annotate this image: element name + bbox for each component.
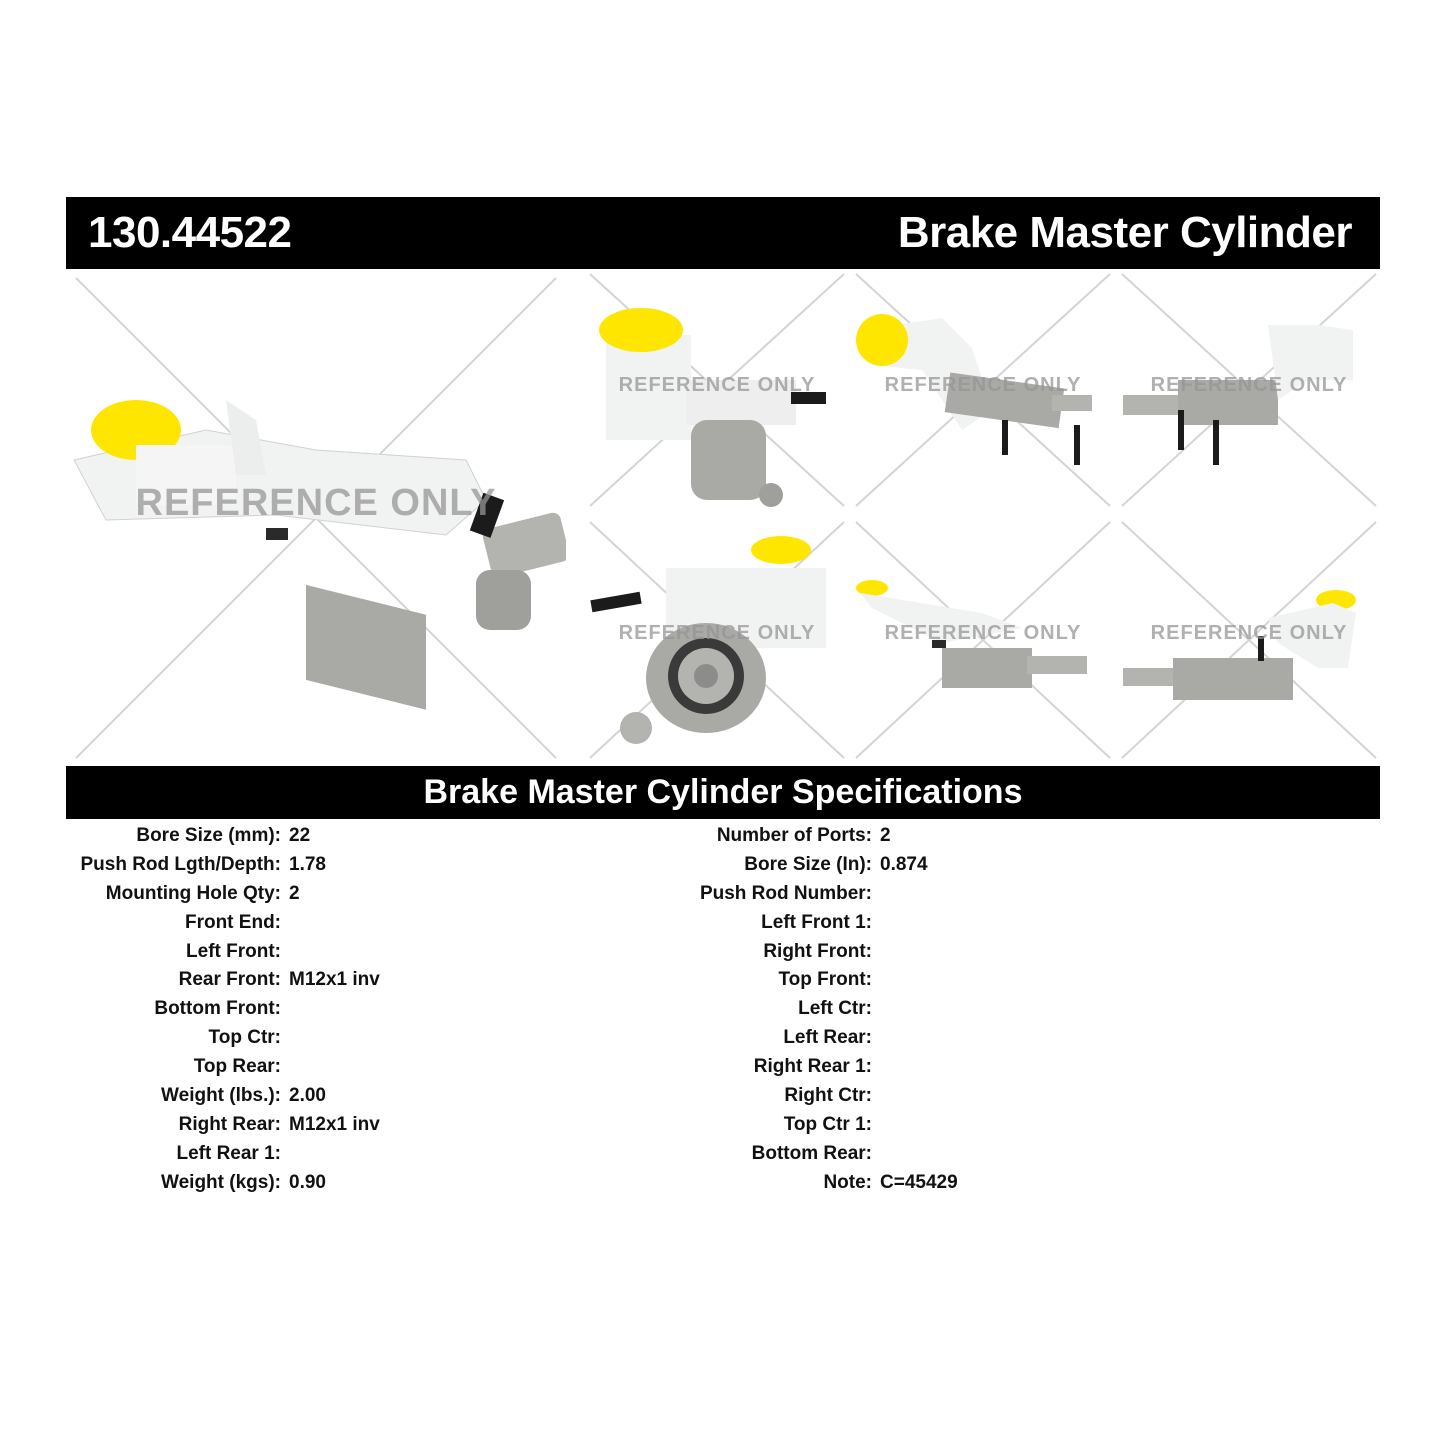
spec-label: Bottom Rear: xyxy=(751,1142,872,1164)
spec-value: 2 xyxy=(880,825,891,846)
spec-label: Rear Front: xyxy=(178,969,281,991)
spec-row: Rear Front: M12x1 inv xyxy=(66,966,380,995)
spec-label: Left Rear 1: xyxy=(176,1142,281,1164)
spec-label: Left Front: xyxy=(186,940,281,962)
product-thumbnail: REFERENCE ONLY xyxy=(852,518,1114,762)
spec-value: 0.90 xyxy=(289,1171,326,1193)
spec-row: Top Front: xyxy=(656,966,958,995)
spec-label: Front End: xyxy=(184,911,281,933)
watermark-text: REFERENCE ONLY xyxy=(618,622,816,644)
watermark-text: REFERENCE ONLY xyxy=(884,374,1082,396)
spec-row: Right Rear: M12x1 inv xyxy=(66,1111,380,1140)
spec-value: 2 xyxy=(289,882,300,904)
watermark-text: REFERENCE ONLY xyxy=(1150,374,1348,396)
spec-label: Left Front 1: xyxy=(761,911,872,933)
spec-row: Left Rear: xyxy=(656,1024,958,1053)
product-thumbnail: REFERENCE ONLY xyxy=(586,518,848,762)
spec-label: Bottom Front: xyxy=(154,998,281,1020)
thumbnail-drawing xyxy=(1121,273,1377,507)
thumbnail-drawing xyxy=(589,521,845,759)
product-name: Brake Master Cylinder xyxy=(897,208,1353,257)
spec-value: 22 xyxy=(289,825,311,846)
product-thumbnail: REFERENCE ONLY xyxy=(586,270,848,510)
spec-value: M12x1 inv xyxy=(289,969,380,991)
product-thumbnail: REFERENCE ONLY xyxy=(852,270,1114,510)
watermark-text: REFERENCE ONLY xyxy=(1150,622,1348,644)
watermark-text: REFERENCE ONLY xyxy=(618,374,816,396)
spec-row: Right Rear 1: xyxy=(656,1053,958,1082)
spec-row: Bore Size (mm): 22 xyxy=(66,822,380,851)
spec-label: Top Ctr 1: xyxy=(783,1113,872,1135)
specs-right-column: Number of Ports: 2 Bore Size (In): 0.874 P… xyxy=(656,822,958,1198)
spec-row: Weight (kgs): 0.90 xyxy=(66,1169,380,1198)
watermark-text: REFERENCE ONLY xyxy=(884,622,1082,644)
spec-label: Weight (kgs): xyxy=(161,1171,281,1193)
main-product-drawing xyxy=(73,277,566,759)
specs-title-bar: Brake Master Cylinder Specifications xyxy=(66,766,1380,819)
spec-label: Weight (lbs.): xyxy=(161,1085,281,1107)
specs-left-column: Bore Size (mm): 22 Push Rod Lgth/Depth: 1.… xyxy=(66,822,380,1198)
thumbnail-drawing xyxy=(1121,521,1377,759)
spec-row: Bottom Front: xyxy=(66,995,380,1024)
image-gallery: REFERENCE ONLY REFERENCE ONLY REFERENCE xyxy=(66,270,1380,762)
spec-label: Right Ctr: xyxy=(784,1085,872,1107)
spec-label: Left Ctr: xyxy=(798,998,872,1020)
watermark-text: REFERENCE ONLY xyxy=(135,482,497,524)
spec-row: Top Rear: xyxy=(66,1053,380,1082)
spec-row: Right Front: xyxy=(656,938,958,967)
spec-label: Push Rod Lgth/Depth: xyxy=(80,853,281,875)
spec-row: Push Rod Lgth/Depth: 1.78 xyxy=(66,851,380,880)
spec-row: Number of Ports: 2 xyxy=(656,822,958,851)
spec-row: Left Ctr: xyxy=(656,995,958,1024)
thumbnail-drawing xyxy=(589,273,845,507)
spec-value: C=45429 xyxy=(880,1171,958,1193)
spec-label: Top Rear: xyxy=(193,1056,281,1078)
spec-row: Bore Size (In): 0.874 xyxy=(656,851,958,880)
thumbnail-drawing xyxy=(855,273,1111,507)
spec-label: Top Ctr: xyxy=(208,1027,281,1049)
spec-value: 1.78 xyxy=(289,853,326,875)
spec-label: Bore Size (In): xyxy=(744,853,872,875)
spec-row: Bottom Rear: xyxy=(656,1140,958,1169)
spec-label: Bore Size (mm): xyxy=(136,825,281,846)
part-number: 130.44522 xyxy=(88,208,292,257)
thumbnail-drawing xyxy=(855,521,1111,759)
spec-row: Left Rear 1: xyxy=(66,1140,380,1169)
spec-row: Front End: xyxy=(66,909,380,938)
spec-row: Left Front: xyxy=(66,938,380,967)
spec-row: Top Ctr 1: xyxy=(656,1111,958,1140)
spec-row: Top Ctr: xyxy=(66,1024,380,1053)
spec-row: Weight (lbs.): 2.00 xyxy=(66,1082,380,1111)
spec-label: Right Rear 1: xyxy=(753,1056,872,1078)
spec-label: Note: xyxy=(823,1171,872,1193)
spec-label: Push Rod Number: xyxy=(699,882,872,904)
spec-row: Left Front 1: xyxy=(656,909,958,938)
spec-label: Top Front: xyxy=(778,969,872,991)
spec-row: Push Rod Number: xyxy=(656,880,958,909)
spec-label: Left Rear: xyxy=(783,1027,872,1049)
spec-value: 2.00 xyxy=(289,1085,326,1107)
spec-label: Right Front: xyxy=(763,940,872,962)
spec-row: Note: C=45429 xyxy=(656,1169,958,1198)
spec-value: M12x1 inv xyxy=(289,1113,380,1135)
product-thumbnail: REFERENCE ONLY xyxy=(1118,270,1380,510)
spec-label: Mounting Hole Qty: xyxy=(105,882,281,904)
spec-label: Number of Ports: xyxy=(716,825,872,846)
spec-row: Right Ctr: xyxy=(656,1082,958,1111)
spec-value: 0.874 xyxy=(880,853,928,875)
title-bar: 130.44522 Brake Master Cylinder xyxy=(66,197,1380,269)
spec-label: Right Rear: xyxy=(178,1113,281,1135)
spec-row: Mounting Hole Qty: 2 xyxy=(66,880,380,909)
main-product-image: REFERENCE ONLY xyxy=(66,270,566,762)
product-thumbnail: REFERENCE ONLY xyxy=(1118,518,1380,762)
